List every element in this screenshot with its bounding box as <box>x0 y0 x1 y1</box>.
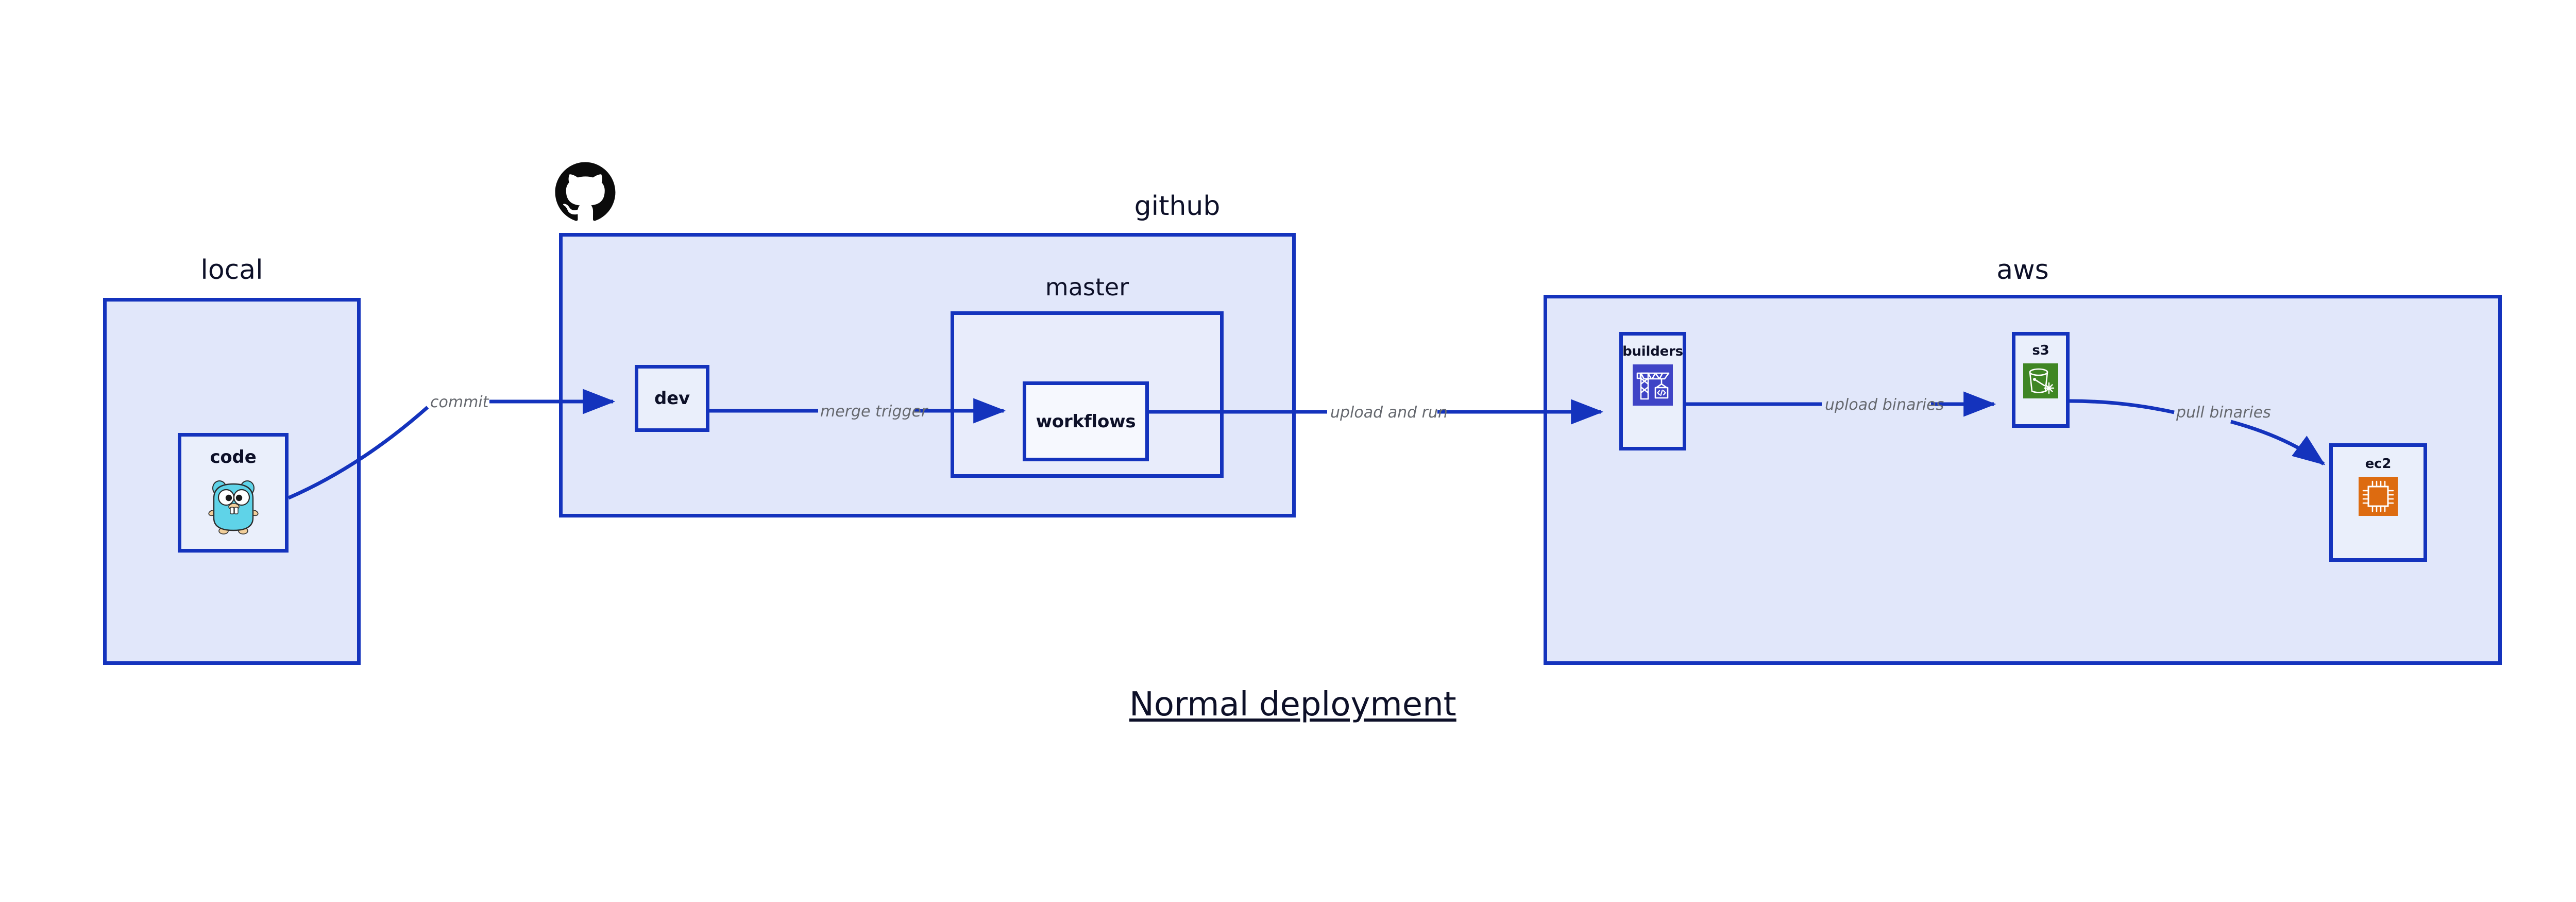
github-mark-icon <box>554 161 617 226</box>
node-ec2[interactable]: ec2 <box>2329 443 2427 562</box>
aws-ec2-chip-icon <box>2359 477 2398 518</box>
node-dev[interactable]: dev <box>635 365 709 432</box>
go-gopher-icon <box>207 475 260 537</box>
node-label-builders: builders <box>1622 344 1683 359</box>
node-label-workflows: workflows <box>1036 411 1136 432</box>
node-s3[interactable]: s3 <box>2012 332 2070 428</box>
node-code[interactable]: code <box>178 433 289 553</box>
edge-label-upload-and-run: upload and run <box>1330 404 1448 422</box>
group-label-github: github <box>1134 191 1221 222</box>
node-label-code: code <box>210 447 257 467</box>
aws-s3-glacier-bucket-icon <box>2023 363 2058 400</box>
group-label-aws: aws <box>1996 255 2049 286</box>
diagram-caption: Normal deployment <box>1129 686 1456 724</box>
node-builders[interactable]: builders <box>1619 332 1686 450</box>
group-label-master: master <box>1045 273 1129 301</box>
edge-label-pull-binaries: pull binaries <box>2176 404 2271 422</box>
edge-label-commit: commit <box>430 393 489 411</box>
group-label-local: local <box>200 255 263 286</box>
edge-label-merge-trigger: merge trigger <box>820 403 928 421</box>
aws-builders-crane-icon <box>1633 364 1673 408</box>
edge-label-upload-binaries: upload binaries <box>1825 396 1944 414</box>
node-label-s3: s3 <box>2032 343 2049 358</box>
node-workflows[interactable]: workflows <box>1023 381 1149 461</box>
node-label-dev: dev <box>654 388 690 409</box>
node-label-ec2: ec2 <box>2365 456 2392 472</box>
